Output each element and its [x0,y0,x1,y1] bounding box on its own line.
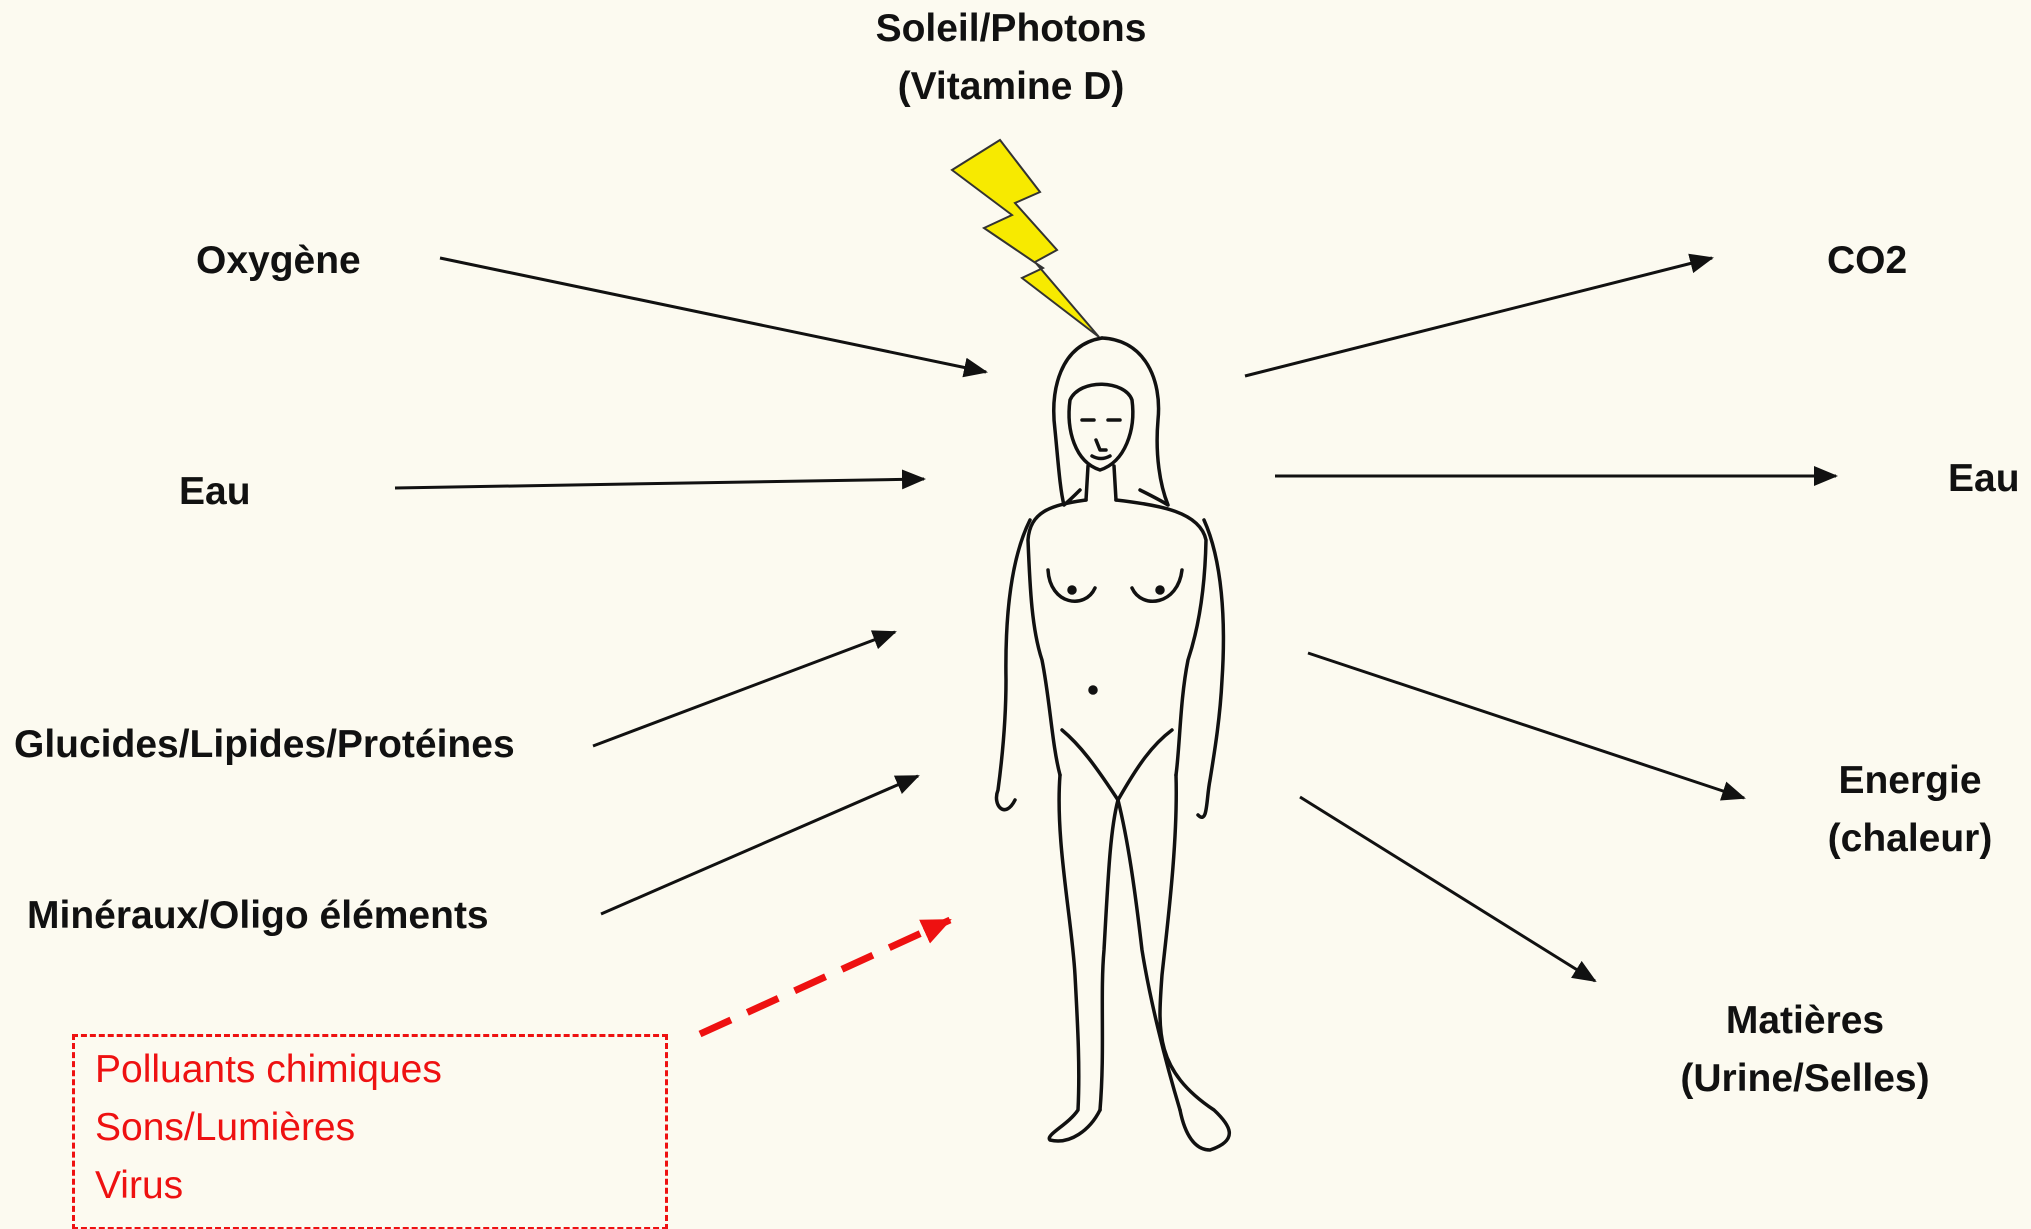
water-in-arrow [395,479,924,488]
human-body-outline-icon [996,338,1229,1150]
waste-label-line1: Matières [1640,992,1970,1050]
waste-arrow [1300,797,1595,981]
pollutant-item: Polluants chimiques [75,1041,665,1099]
macronutrients-arrow [593,632,895,746]
co2-label: CO2 [1827,232,1907,290]
minerals-label: Minéraux/Oligo éléments [27,887,489,945]
macronutrients-label: Glucides/Lipides/Protéines [14,716,515,774]
pollutant-item: Virus [75,1157,665,1215]
water-out-label: Eau [1948,450,2020,508]
oxygen-arrow [440,258,986,372]
lightning-bolt-icon [952,140,1099,337]
sun-label-line2: (Vitamine D) [836,58,1186,116]
sun-label-line1: Soleil/Photons [836,0,1186,58]
water-in-label: Eau [179,463,251,521]
pollutants-arrow [700,920,950,1034]
oxygen-label: Oxygène [196,232,361,290]
minerals-arrow [601,776,918,914]
energy-arrow [1308,653,1744,798]
energy-label-line1: Energie [1810,752,2010,810]
pollutants-box: Polluants chimiques Sons/Lumières Virus [72,1034,668,1229]
co2-arrow [1245,258,1712,376]
sun-label: Soleil/Photons (Vitamine D) [836,0,1186,116]
energy-label: Energie (chaleur) [1810,752,2010,868]
pollutant-item: Sons/Lumières [75,1099,665,1157]
waste-label-line2: (Urine/Selles) [1640,1050,1970,1108]
energy-label-line2: (chaleur) [1810,810,2010,868]
waste-label: Matières (Urine/Selles) [1640,992,1970,1108]
